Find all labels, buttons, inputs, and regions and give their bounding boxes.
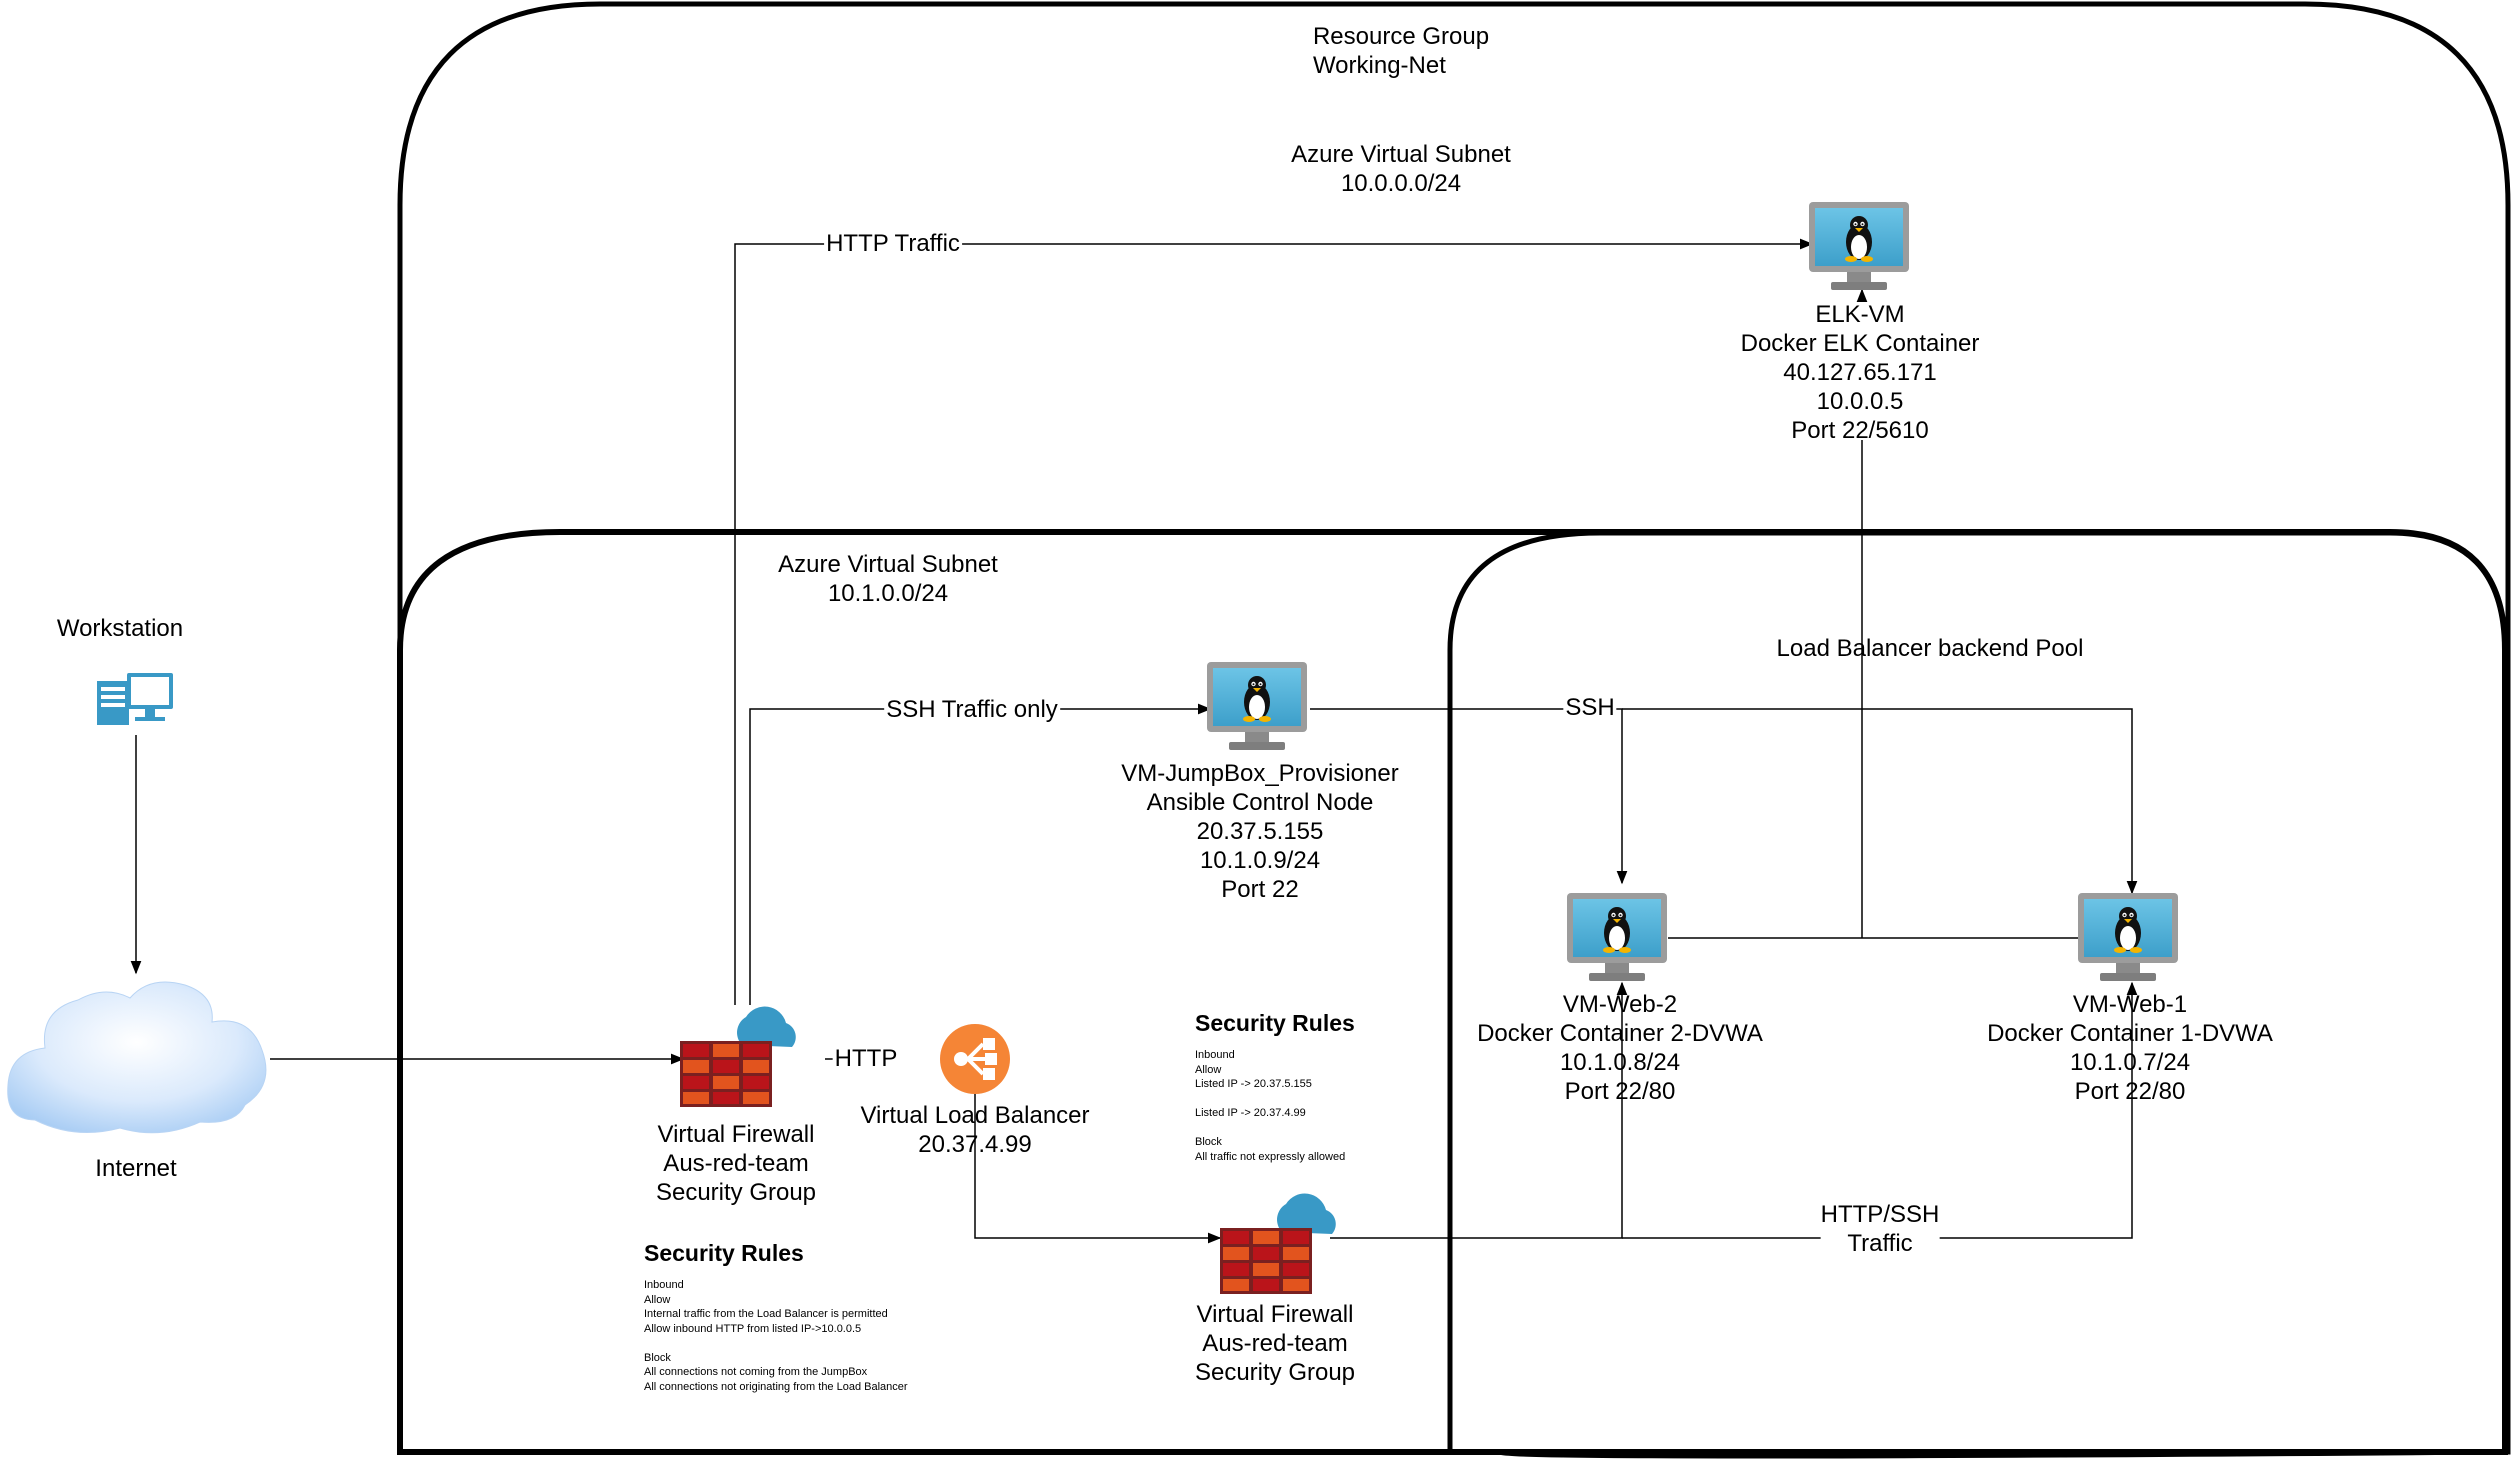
edge-fw2-web1 (1622, 981, 2138, 1239)
subnet-top-title: Azure Virtual Subnet (1291, 141, 1511, 168)
web2-monitor-icon (1567, 893, 1667, 981)
resource-group-label: Resource Group Working-Net (1313, 22, 1489, 80)
web1-ip: 10.1.0.7/24 (2069, 1049, 2191, 1076)
rules-left-allow-1: Internal traffic from the Load Balancer … (644, 1308, 888, 1320)
load-balancer-icon (940, 1024, 1010, 1094)
internet-cloud-icon (7, 981, 267, 1134)
edge-label-http-ssh: HTTP/SSH (1820, 1201, 1940, 1228)
jumpbox-monitor-icon (1207, 662, 1307, 750)
firewall2-team: Aus-red-team (1202, 1330, 1348, 1357)
edge-label-http-ssh-traffic: HTTP/SSH Traffic (1820, 1200, 1940, 1258)
elk-vm-label: ELK-VM Docker ELK Container 40.127.65.17… (1741, 300, 1980, 445)
firewall1-team: Aus-red-team (663, 1150, 809, 1177)
web1-name: VM-Web-1 (2072, 991, 2188, 1018)
edge-label-ssh-traffic-only: SSH Traffic only (884, 696, 1060, 724)
elk-vm-monitor-icon (1809, 202, 1909, 290)
web1-container: Docker Container 1-DVWA (1987, 1020, 2273, 1047)
resource-group-container (397, 1, 2511, 1455)
rules-left-allow: Allow (644, 1293, 671, 1306)
load-balancer-label: Virtual Load Balancer 20.37.4.99 (860, 1101, 1089, 1159)
rules-right-allow: Allow (1195, 1063, 1222, 1076)
firewall1-icon (680, 1006, 796, 1107)
elk-vm-private-ip: 10.0.0.5 (1816, 388, 1904, 415)
security-rules-left-title: Security Rules (644, 1240, 804, 1266)
web1-ports: Port 22/80 (2074, 1078, 2186, 1105)
web2-label: VM-Web-2 Docker Container 2-DVWA 10.1.0.… (1477, 990, 1763, 1106)
security-rules-right: Security Rules Inbound Allow Listed IP -… (1195, 1008, 1355, 1164)
edge-ssh-web1 (1622, 708, 2138, 895)
subnet-top-cidr: 10.0.0.0/24 (1340, 170, 1462, 197)
firewall1-name: Virtual Firewall (657, 1121, 815, 1148)
elk-vm-container: Docker ELK Container (1740, 330, 1980, 357)
load-balancer-name: Virtual Load Balancer (860, 1102, 1090, 1129)
rules-right-block: Block (1195, 1136, 1222, 1148)
workstation-label: Workstation (56, 615, 184, 642)
jumpbox-public-ip: 20.37.5.155 (1196, 818, 1324, 845)
edge-label-http: HTTP (832, 1045, 900, 1073)
web2-container: Docker Container 2-DVWA (1477, 1020, 1763, 1047)
elk-vm-public-ip: 40.127.65.171 (1783, 359, 1937, 386)
elk-vm-ports: Port 22/5610 (1791, 417, 1929, 444)
web2-ip: 10.1.0.8/24 (1559, 1049, 1681, 1076)
subnet-bottom-title: Azure Virtual Subnet (778, 551, 998, 578)
edge-http-traffic (734, 238, 1814, 1005)
firewall2-icon (1220, 1193, 1336, 1294)
jumpbox-name: VM-JumpBox_Provisioner (1121, 760, 1399, 787)
backend-pool-container (1447, 530, 2508, 1459)
subnet-bottom-cidr: 10.1.0.0/24 (827, 580, 949, 607)
connections (130, 238, 2138, 1244)
elk-vm-name: ELK-VM (1815, 301, 1905, 328)
firewall2-label: Virtual Firewall Aus-red-team Security G… (1195, 1300, 1355, 1387)
security-rules-left: Security Rules Inbound Allow Internal tr… (644, 1238, 908, 1394)
rules-left-inbound: Inbound (644, 1279, 684, 1291)
edge-lb-firewall2 (974, 1090, 1222, 1244)
workstation-icon (97, 673, 173, 725)
rules-right-block-1: All traffic not expressly allowed (1195, 1150, 1346, 1163)
internet-label: Internet (95, 1155, 177, 1182)
rules-right-allow-1: Listed IP -> 20.37.5.155 (1195, 1078, 1312, 1090)
rules-left-block: Block (644, 1351, 671, 1364)
resource-group-name: Working-Net (1312, 52, 1446, 79)
rules-right-allow-2: Listed IP -> 20.37.4.99 (1195, 1107, 1306, 1119)
firewall2-group: Security Group (1194, 1359, 1356, 1386)
jumpbox-label: VM-JumpBox_Provisioner Ansible Control N… (1121, 759, 1398, 904)
firewall1-label: Virtual Firewall Aus-red-team Security G… (656, 1120, 816, 1207)
web1-label: VM-Web-1 Docker Container 1-DVWA 10.1.0.… (1987, 990, 2273, 1106)
backend-pool-label: Load Balancer backend Pool (1776, 635, 2084, 662)
edge-label-traffic: Traffic (1847, 1230, 1913, 1257)
security-rules-right-title: Security Rules (1195, 1010, 1355, 1036)
web1-monitor-icon (2078, 893, 2178, 981)
subnet-top-label: Azure Virtual Subnet 10.0.0.0/24 (1291, 140, 1511, 198)
rules-left-block-2: All connections not originating from the… (644, 1380, 908, 1393)
edge-label-http-traffic: HTTP Traffic (824, 230, 962, 258)
edge-label-ssh: SSH (1563, 694, 1617, 722)
subnet-bottom-label: Azure Virtual Subnet 10.1.0.0/24 (778, 550, 998, 608)
rules-left-allow-2: Allow inbound HTTP from listed IP->10.0.… (644, 1322, 862, 1335)
jumpbox-private-ip: 10.1.0.9/24 (1199, 847, 1321, 874)
jumpbox-port: Port 22 (1221, 876, 1299, 903)
firewall2-name: Virtual Firewall (1196, 1301, 1354, 1328)
resource-group-title: Resource Group (1312, 23, 1490, 50)
rules-right-inbound: Inbound (1195, 1049, 1235, 1061)
firewall1-group: Security Group (655, 1179, 817, 1206)
web2-ports: Port 22/80 (1564, 1078, 1676, 1105)
rules-left-block-1: All connections not coming from the Jump… (644, 1366, 868, 1378)
jumpbox-role: Ansible Control Node (1146, 789, 1374, 816)
load-balancer-ip: 20.37.4.99 (918, 1131, 1032, 1158)
web2-name: VM-Web-2 (1562, 991, 1678, 1018)
